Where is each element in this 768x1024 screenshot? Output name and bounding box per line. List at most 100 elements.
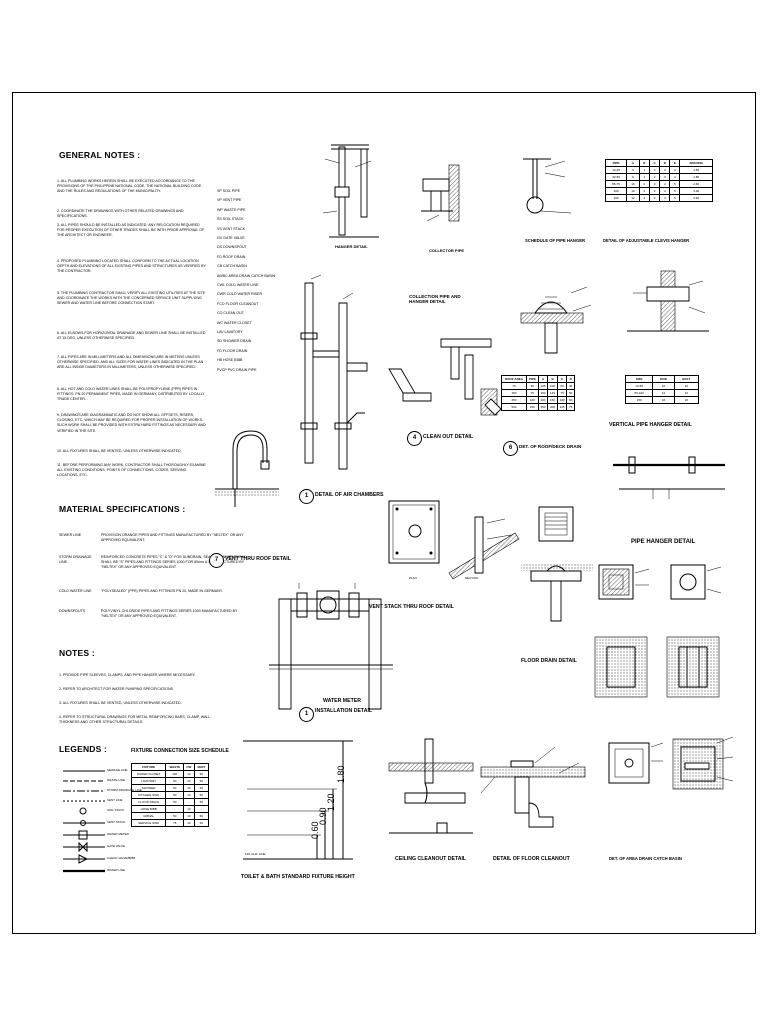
vertical-hanger-drawing <box>613 456 725 499</box>
legend-10: WATER LINE <box>107 868 126 872</box>
cell: - <box>165 805 185 813</box>
air-chambers-drawing <box>300 274 368 470</box>
vent-stack-title: VENT STACK THRU ROOF DETAIL <box>369 604 454 610</box>
legend-3: STORM DRAINAGE LINE <box>107 788 142 792</box>
roof-deck-number: 6 <box>503 441 518 456</box>
general-note-2: 2. COORDINATE THE DRAWINGS WITH OTHER RE… <box>57 209 184 219</box>
note-3: 3. ALL FIXTURES SHALL BE VENTED, UNLESS … <box>59 701 182 705</box>
water-meter-title: WATER METER <box>323 698 361 704</box>
header-cell: WASTE <box>165 763 185 771</box>
cell: 13 <box>183 770 195 778</box>
water-meter-number: 1 <box>299 707 314 722</box>
height-label: 1.80 <box>336 765 346 783</box>
cell: 50 <box>193 812 210 820</box>
pipe-hanger-schedule-title: SCHEDULE OF PIPE HANGER <box>525 238 586 243</box>
floor-drain-title: FLOOR DRAIN DETAIL <box>521 658 577 664</box>
material-specs-heading: MATERIAL SPECIFICATIONS : <box>59 504 186 514</box>
spec-text-2: REINFORCED CONCRETE PIPES "C" & "D" FOR … <box>101 555 247 570</box>
floor-cleanout-title: DETAIL OF FLOOR CLEANOUT <box>493 856 570 862</box>
general-notes-heading: GENERAL NOTES : <box>59 150 141 160</box>
legend-1: SEWAGE LINE <box>107 768 128 772</box>
cell: 13 <box>183 784 195 792</box>
drawing-sheet: GENERAL NOTES : 1. ALL PLUMBING WORKS HE… <box>12 92 756 934</box>
legend-5: SOIL STACK <box>107 808 125 812</box>
general-note-8: 8. ALL HOT AND COLD WATER LINES SHALL BE… <box>57 387 205 402</box>
general-note-11: 11. BEFORE PERFORMING ANY WORK, CONTRACT… <box>57 463 206 478</box>
water-meter-drawing <box>269 583 393 710</box>
finish-floor-label: FIN. FLR. LINE <box>245 852 266 856</box>
cell: 50 <box>165 777 185 785</box>
vent-thru-roof-title: VENT THRU ROOF DETAIL <box>225 556 291 562</box>
note-1: 1. PROVIDE PIPE SLEEVES, CLAMPS, AND PIP… <box>59 673 196 677</box>
table-header-row: FIXTURE WASTE CW VENT <box>130 763 210 771</box>
legend-9: CHECK VALVE/BIBB <box>107 856 136 860</box>
abbr-2: VP VENT PIPE <box>217 198 242 203</box>
note-2: 2. REFER TO ARCHITECT FOR WATER PUMPING … <box>59 687 174 691</box>
general-note-3: 3. ALL PIPES SHOULD BE INSTALLED AS INDI… <box>57 223 205 238</box>
cell: 13 <box>183 791 195 799</box>
abbr-1: SP SOIL PIPE <box>217 189 240 193</box>
abbr-7: DS DOWNSPOUT <box>217 245 247 250</box>
legend-6: VENT STACK <box>107 820 126 824</box>
spec-label-4: DOWNSPOUTS <box>59 609 86 613</box>
header-cell: VENT <box>193 763 210 771</box>
general-note-10: 10. ALL FIXTURES SHALL BE VENTED, UNLESS… <box>57 449 182 453</box>
collection-pipe-drawing <box>388 338 502 416</box>
legend-4: VENT LINE <box>107 798 123 802</box>
cell: 13 <box>183 777 195 785</box>
cell: 50 <box>193 791 210 799</box>
legends-heading: LEGENDS : <box>59 744 108 754</box>
cell: SERVICE SINK <box>130 819 167 827</box>
collector-pipe-title: COLLECTOR PIPE <box>429 248 465 253</box>
pipe-hanger-schedule-drawing <box>523 158 572 214</box>
cell: 50 <box>165 798 185 806</box>
notes-heading: NOTES : <box>59 648 95 658</box>
section-label: SECTION <box>465 576 479 580</box>
collector-pipe-drawing <box>421 164 460 222</box>
hanger-detail-title: HANGER DETAIL <box>335 244 368 249</box>
fixture-height-title: TOILET & BATH STANDARD FIXTURE HEIGHT <box>241 874 355 880</box>
fixture-schedule-title: FIXTURE CONNECTION SIZE SCHEDULE <box>131 748 229 754</box>
cell: 50 <box>193 798 210 806</box>
cell: WATER CLOSET <box>130 770 167 778</box>
general-note-9: 9. DRAWINGS ARE DIAGRAMMATIC AND DO NOT … <box>57 413 206 433</box>
abbr-16: LAV LAVATORY <box>217 330 243 334</box>
cell: 50 <box>165 791 185 799</box>
vertical-pipe-hanger-title: VERTICAL PIPE HANGER DETAIL <box>609 422 692 428</box>
spec-label-2: STORM DRAINAGE LINE <box>59 555 92 565</box>
cell: 13 <box>183 819 195 827</box>
cell: URINAL <box>130 812 167 820</box>
spec-text-3: "POLYSEALED" (PPR) PIPES AND FITTINGS PN… <box>101 589 223 593</box>
abbr-19: HB HOSE BIBB <box>217 358 243 363</box>
cell: KITCHEN SINK <box>130 791 167 799</box>
cell: 75 <box>165 819 185 827</box>
hanger-detail-drawing <box>322 144 379 238</box>
cell: 50 <box>165 812 185 820</box>
abbr-5: VS VENT STACK <box>217 226 246 231</box>
header-cell: CW <box>183 763 195 771</box>
general-note-4: 4. PROPOSED PLUMBING LOCATED SHALL CONFO… <box>57 259 206 274</box>
cell: 50 <box>165 784 185 792</box>
pipe-hanger-detail-drawing <box>594 564 722 698</box>
general-note-1: 1. ALL PLUMBING WORKS HEREIN SHALL BE EX… <box>57 179 202 194</box>
floor-cleanout-drawing <box>480 746 586 828</box>
general-note-7: 7. ALL PIPES ARE IN MILLIMETERS AND ALL … <box>57 355 204 370</box>
roof-deck-title: DET. OF ROOF/DECK DRAIN <box>519 444 582 449</box>
clean-out-number: 4 <box>407 431 422 446</box>
roof-deck-drain-drawing <box>520 286 592 354</box>
abbr-9: CB CATCH BASIN <box>217 264 247 269</box>
air-chambers-title: DETAIL OF AIR CHAMBERS <box>315 492 384 498</box>
cell: SHOWER <box>130 784 167 792</box>
abbr-20: PVCP PVC DRAIN PIPE <box>217 367 257 372</box>
spec-text-4: POLYVINYL CHLORIDE PIPES AND FITTINGS SE… <box>101 609 238 619</box>
cell: 50 <box>193 777 210 785</box>
area-drain-title: DET. OF AREA DRAIN CATCH BASIN <box>609 856 682 861</box>
